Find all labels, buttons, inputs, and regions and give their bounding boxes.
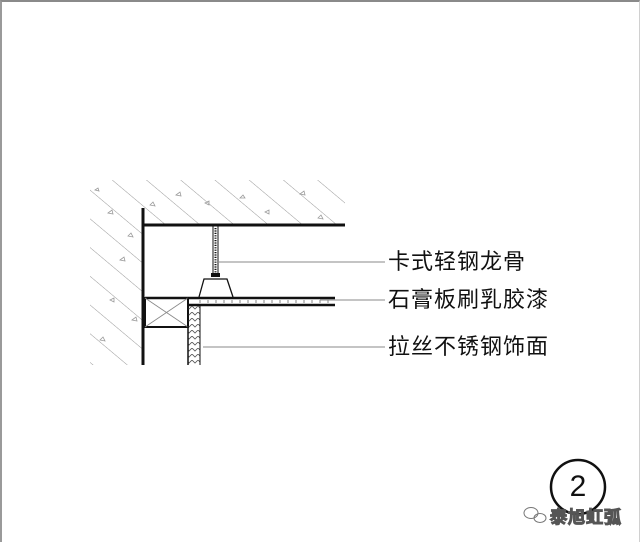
gypsum-board [145, 296, 335, 307]
leader-lines [203, 261, 385, 348]
hanger-rod [211, 225, 220, 277]
detail-number-circle [549, 458, 607, 516]
keel-channel [198, 278, 234, 298]
stainless-facing [187, 298, 201, 365]
detail-number: 2 [569, 470, 587, 503]
watermark: 泰旭虹弧 [522, 502, 622, 528]
label-stainless-facing: 拉丝不锈钢饰面 [388, 335, 550, 360]
timber-block [144, 297, 189, 328]
wechat-icon [523, 507, 547, 523]
label-light-steel-keel: 卡式轻钢龙骨 [388, 250, 527, 275]
label-gypsum-board: 石膏板刷乳胶漆 [388, 288, 550, 313]
watermark-text: 泰旭虹弧 [550, 507, 622, 528]
